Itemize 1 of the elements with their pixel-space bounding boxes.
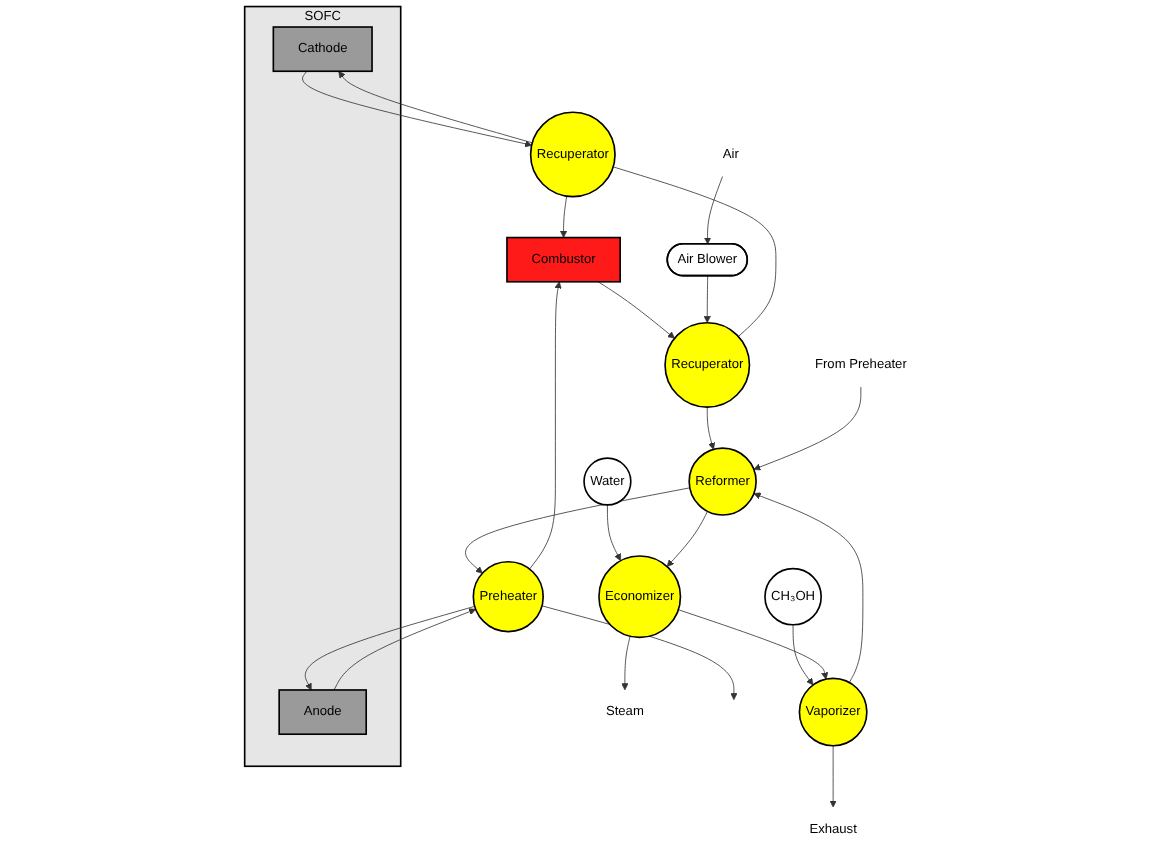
connector	[612, 166, 777, 337]
